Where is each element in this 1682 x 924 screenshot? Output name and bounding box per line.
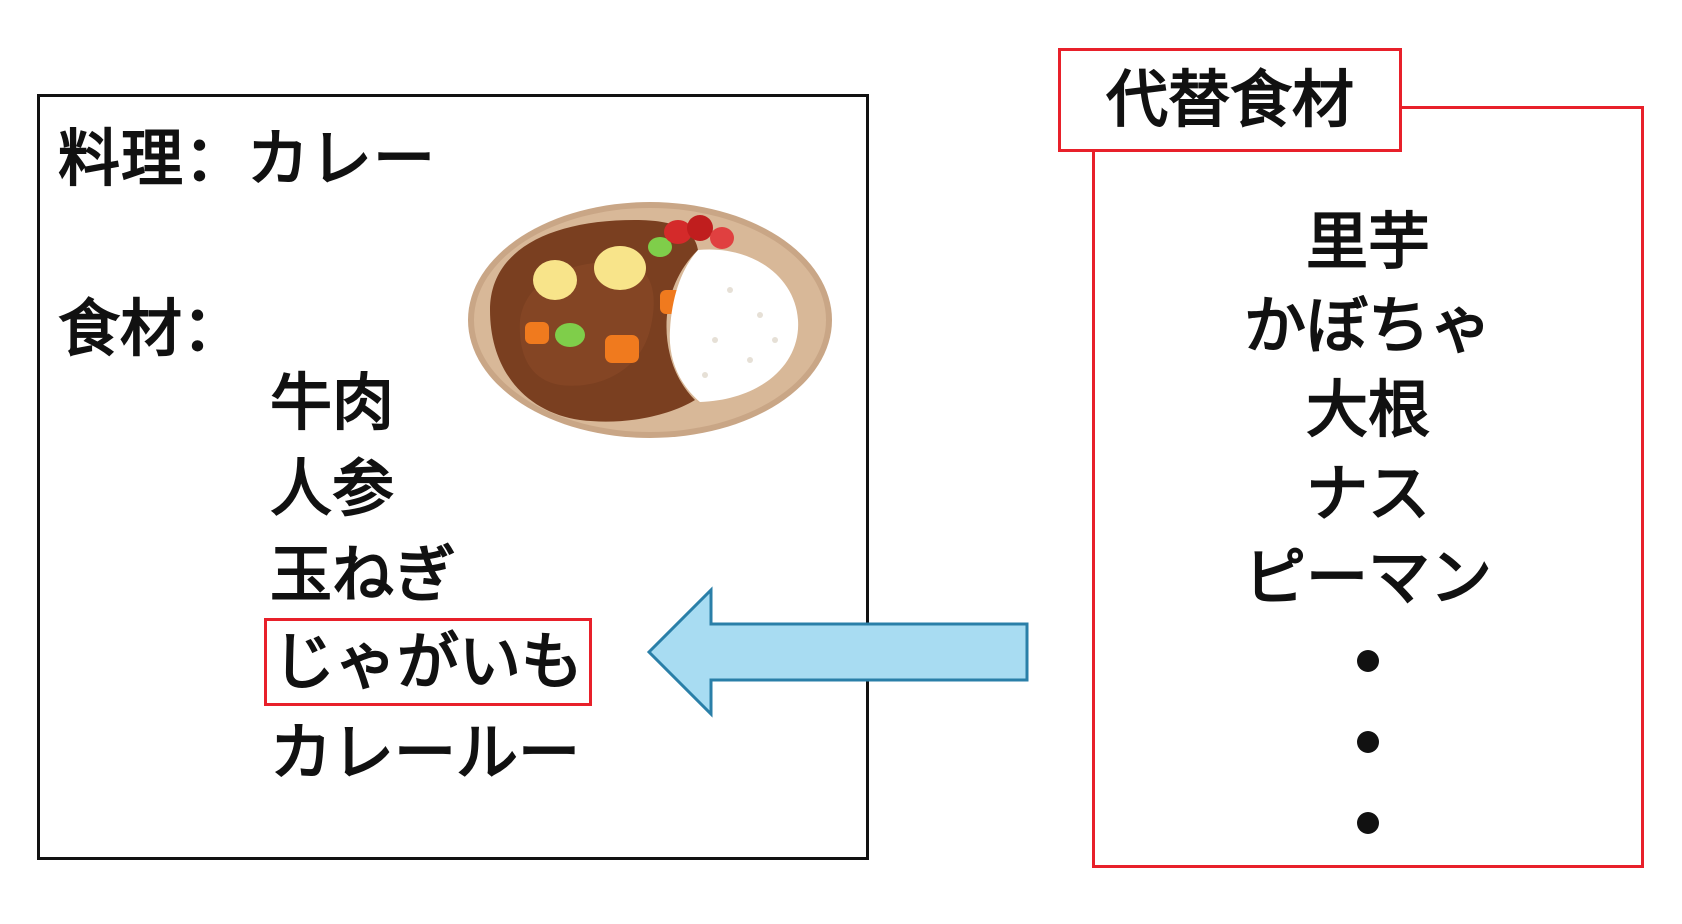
ingredients-label: 食材： bbox=[58, 292, 245, 365]
alternatives-list: 里芋 かぼちゃ 大根 ナス ピーマン bbox=[1092, 200, 1644, 620]
alternative-item: かぼちゃ bbox=[1243, 289, 1492, 362]
curry-rice-icon bbox=[468, 202, 832, 438]
dish-title: 料理：カレー bbox=[58, 122, 437, 195]
ingredient-item: 牛肉 bbox=[270, 366, 395, 439]
alternatives-title: 代替食材 bbox=[1058, 48, 1402, 152]
alternative-item: 大根 bbox=[1305, 373, 1430, 446]
alternative-item: ピーマン bbox=[1243, 541, 1492, 614]
vertical-ellipsis-icon bbox=[1357, 650, 1381, 850]
ingredient-item-highlighted: じゃがいも bbox=[264, 618, 593, 706]
recipe-box bbox=[37, 94, 869, 860]
ingredient-item: 玉ねぎ bbox=[270, 538, 457, 611]
ingredient-list: 牛肉 人参 玉ねぎ じゃがいも カレールー bbox=[264, 360, 593, 796]
arrow-left-icon bbox=[646, 586, 1029, 718]
ingredient-item: 人参 bbox=[270, 452, 395, 525]
ellipsis-dot bbox=[1357, 812, 1379, 834]
ellipsis-dot bbox=[1357, 731, 1379, 753]
alternative-item: ナス bbox=[1305, 457, 1430, 530]
ellipsis-dot bbox=[1357, 650, 1379, 672]
ingredient-item: カレールー bbox=[270, 716, 581, 789]
alternative-item: 里芋 bbox=[1305, 205, 1430, 278]
